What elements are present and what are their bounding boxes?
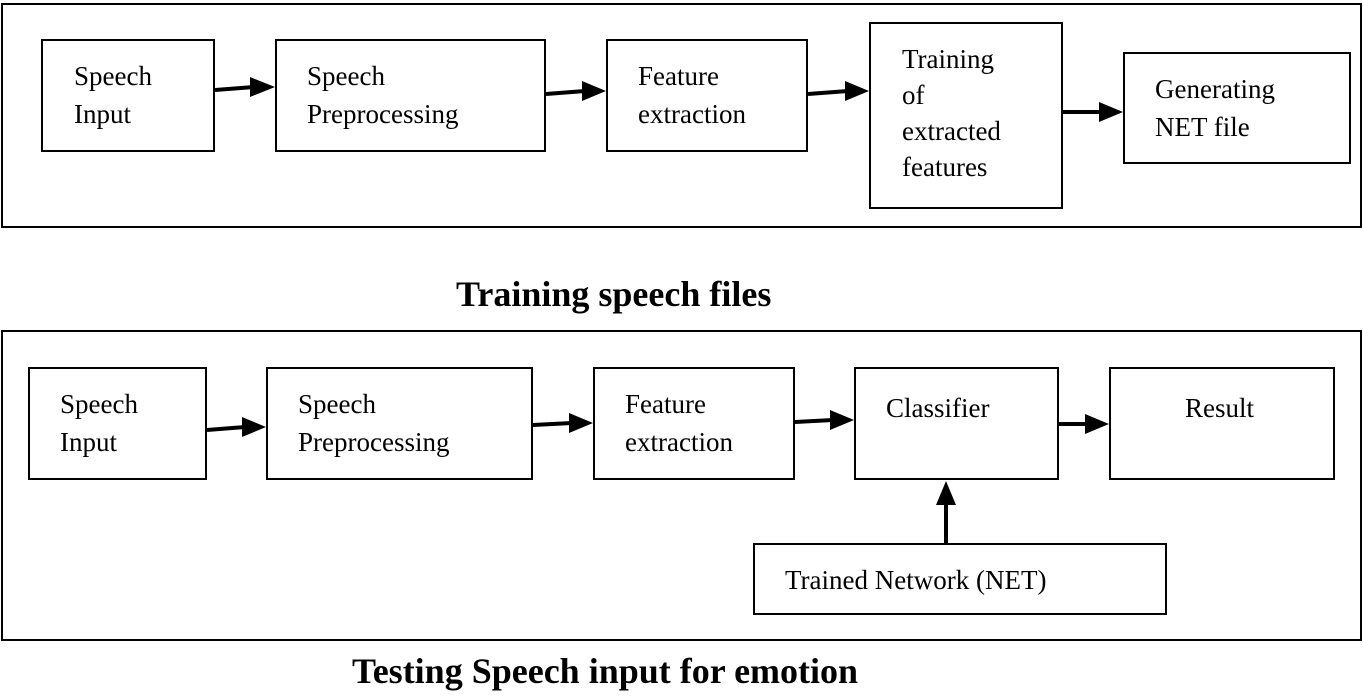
testing-caption: Testing Speech input for emotion	[352, 651, 859, 691]
box-label-line: NET file	[1155, 112, 1250, 142]
training-caption: Training speech files	[456, 274, 772, 314]
box-label-line: Training	[902, 44, 995, 74]
testing-speech-input-box: Speech Input	[28, 367, 207, 480]
box-label-line: Classifier	[886, 393, 990, 423]
box-label-line: extraction	[625, 427, 733, 457]
box-label-line: Speech	[60, 389, 138, 419]
box-label-line: Result	[1185, 393, 1255, 423]
box-label-line: Feature	[638, 61, 719, 91]
training-panel	[1, 3, 1362, 228]
box-label-line: extracted	[902, 116, 1001, 146]
box-label-line: Trained Network (NET)	[785, 565, 1047, 595]
training-feature-extraction-box: Feature extraction	[606, 39, 808, 152]
box-label-line: Speech	[74, 61, 152, 91]
box-label-line: Input	[74, 99, 131, 129]
box-label-line: extraction	[638, 99, 746, 129]
trained-network-box: Trained Network (NET)	[753, 543, 1167, 615]
box-label-line: Speech	[298, 389, 376, 419]
testing-panel	[1, 330, 1362, 641]
box-label-line: Preprocessing	[307, 99, 459, 129]
box-label-line: Generating	[1155, 74, 1275, 104]
training-preprocessing-box: Speech Preprocessing	[275, 39, 546, 152]
box-label-line: Feature	[625, 389, 706, 419]
testing-feature-extraction-box: Feature extraction	[593, 367, 795, 480]
box-label-line: features	[902, 152, 988, 182]
training-speech-input-box: Speech Input	[41, 39, 215, 152]
classifier-box: Classifier	[854, 367, 1059, 480]
training-features-box: Training of extracted features	[869, 22, 1063, 209]
box-label-line: of	[902, 80, 925, 110]
box-label-line: Input	[60, 427, 117, 457]
testing-preprocessing-box: Speech Preprocessing	[266, 367, 533, 480]
box-label-line: Preprocessing	[298, 427, 450, 457]
generating-net-file-box: Generating NET file	[1123, 52, 1351, 164]
result-box: Result	[1109, 367, 1335, 480]
box-label-line: Speech	[307, 61, 385, 91]
